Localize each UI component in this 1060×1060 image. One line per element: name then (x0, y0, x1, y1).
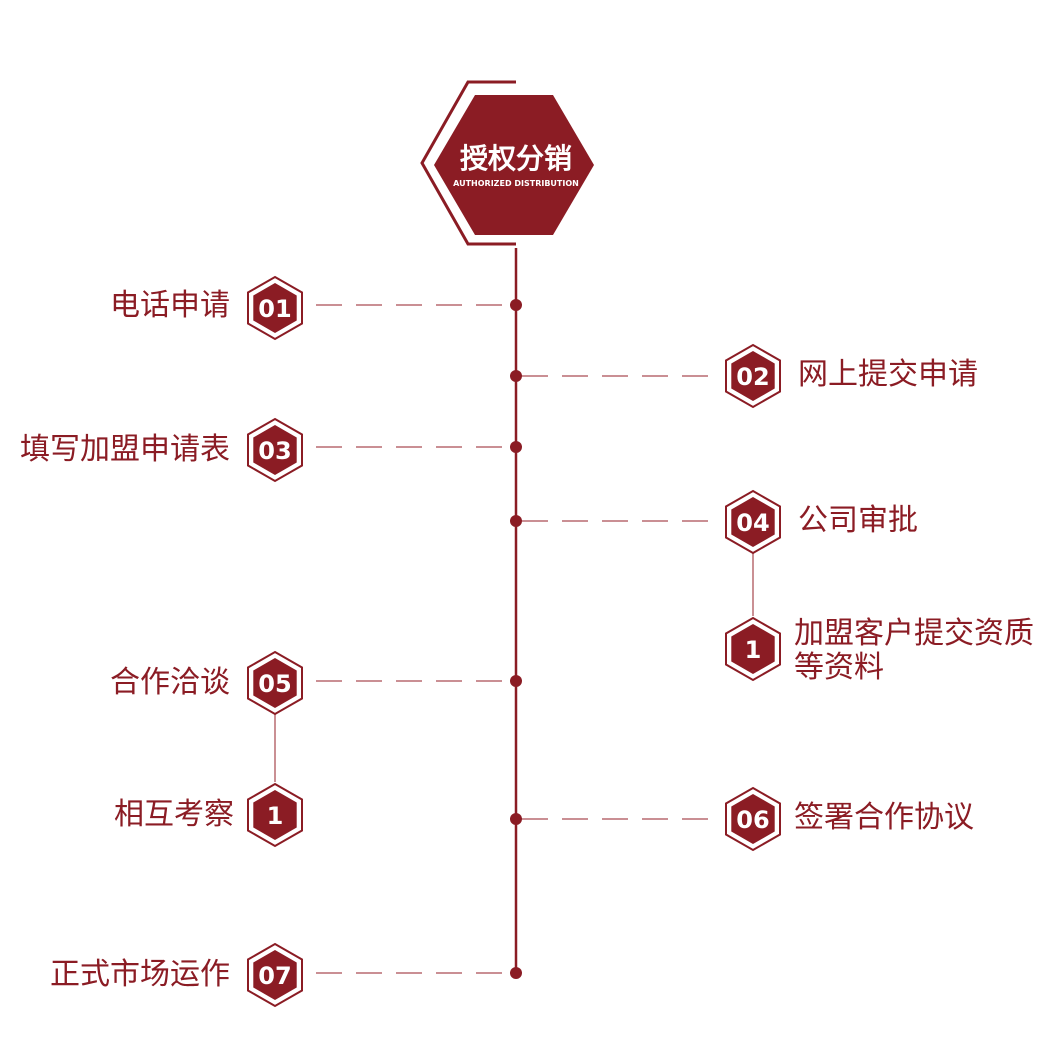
step-num-03: 03 (258, 437, 291, 465)
step-badge-05: 05 (247, 650, 303, 716)
title-hex (434, 95, 594, 235)
step-label-07: 正式市场运作 (50, 957, 230, 992)
title-hex-outline (420, 80, 516, 246)
step-badge-04-sub: 1 (725, 616, 781, 682)
step-label-03: 填写加盟申请表 (20, 432, 230, 467)
spine-dot-03 (510, 441, 522, 453)
step-num-02: 02 (736, 363, 769, 391)
spine-dot-07 (510, 967, 522, 979)
title-main: 授权分销 (460, 142, 572, 175)
step-num-04: 04 (736, 509, 769, 537)
step-badge-04: 04 (725, 489, 781, 555)
step-badge-05-sub: 1 (247, 782, 303, 848)
step-num-04-sub: 1 (745, 636, 762, 664)
step-label-05-sub: 相互考察 (114, 797, 234, 832)
spine-dot-04 (510, 515, 522, 527)
step-label-04: 公司审批 (798, 503, 918, 538)
step-label-06: 签署合作协议 (794, 800, 974, 835)
spine-dot-05 (510, 675, 522, 687)
step-num-01: 01 (258, 295, 291, 323)
step-num-06: 06 (736, 806, 769, 834)
step-badge-07: 07 (247, 942, 303, 1008)
step-badge-01: 01 (247, 275, 303, 341)
spine-dot-02 (510, 370, 522, 382)
step-label-05: 合作洽谈 (110, 665, 230, 700)
title-sub: AUTHORIZED DISTRIBUTION (453, 179, 579, 188)
step-num-05-sub: 1 (267, 802, 284, 830)
step-num-05: 05 (258, 670, 291, 698)
spine-dot-01 (510, 299, 522, 311)
step-num-07: 07 (258, 962, 291, 990)
step-badge-02: 02 (725, 343, 781, 409)
step-label-01: 电话申请 (110, 288, 230, 323)
step-badge-03: 03 (247, 417, 303, 483)
step-label-04-sub: 加盟客户提交资质等资料 (794, 616, 1034, 685)
step-badge-06: 06 (725, 786, 781, 852)
step-label-02: 网上提交申请 (798, 357, 978, 392)
spine-dot-06 (510, 813, 522, 825)
